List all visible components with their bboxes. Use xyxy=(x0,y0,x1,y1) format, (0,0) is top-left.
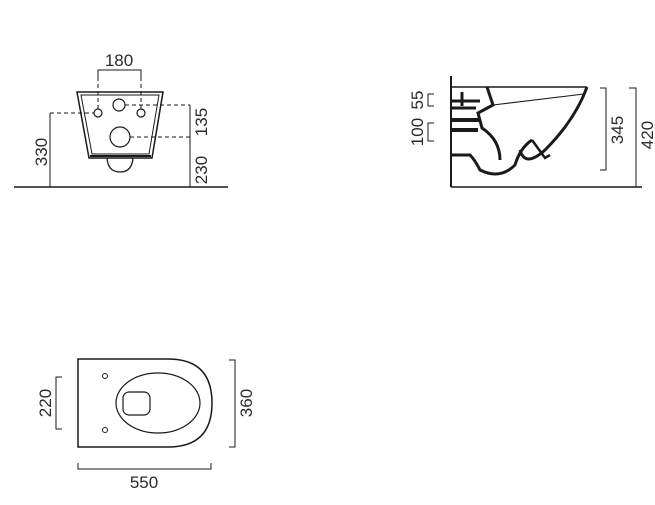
bowl-inner-outline xyxy=(80,94,160,155)
dim-330: 330 xyxy=(32,138,51,166)
seat-hole-top xyxy=(102,373,108,379)
dim-345: 345 xyxy=(608,116,627,144)
top-outline xyxy=(77,358,213,448)
inlet-hole xyxy=(112,98,126,112)
outlet-shape xyxy=(106,157,134,173)
dim-135: 135 xyxy=(192,108,211,136)
dim-550: 550 xyxy=(130,473,158,492)
fixing-hole-right xyxy=(136,108,146,118)
dim-100: 100 xyxy=(408,118,427,146)
seat-opening xyxy=(115,372,201,434)
dim-360: 360 xyxy=(237,389,256,417)
side-view xyxy=(427,76,642,188)
top-view xyxy=(55,358,236,470)
fixing-hole-left xyxy=(93,108,103,118)
bowl-outline xyxy=(76,91,164,159)
drain-opening xyxy=(122,391,151,416)
dim-420: 420 xyxy=(638,121,655,149)
outlet-hole xyxy=(109,126,131,148)
dim-55: 55 xyxy=(408,91,427,110)
dim-220: 220 xyxy=(36,389,55,417)
seat-hole-bottom xyxy=(102,427,108,433)
dim-180: 180 xyxy=(105,51,133,70)
dim-230: 230 xyxy=(192,156,211,184)
front-view xyxy=(14,69,228,188)
